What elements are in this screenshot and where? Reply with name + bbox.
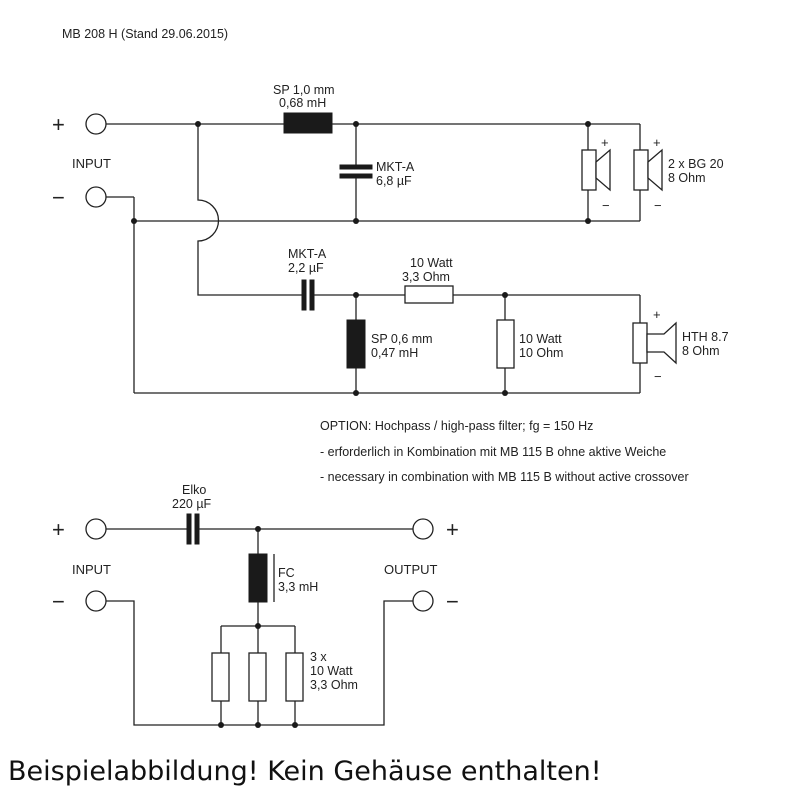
tweeter-minus: − xyxy=(654,369,662,384)
woofer-1 xyxy=(581,124,611,221)
woofer-2-plus: + xyxy=(653,135,661,150)
junction-dot xyxy=(353,292,359,298)
wire-minus-to-woofers xyxy=(106,196,640,222)
shunt-resistor-label-1: 10 Watt xyxy=(519,332,562,346)
hp-elko-plate-right xyxy=(194,513,200,545)
series-resistor-label-1: 10 Watt xyxy=(410,256,453,270)
junction-dot xyxy=(585,218,591,224)
hp-elko-plate-left xyxy=(186,513,192,545)
main-crossover: + INPUT − SP 1,0 mm 0,68 mH MKT-A 6,8 µF xyxy=(52,83,729,396)
tweeter xyxy=(632,295,677,393)
junction-dot xyxy=(255,526,261,532)
hp-output-minus-sign: − xyxy=(446,589,459,614)
woofer-1-minus: − xyxy=(602,198,610,213)
hp-output-minus-terminal xyxy=(412,590,434,612)
footer-note: Beispielabbildung! Kein Gehäuse enthalte… xyxy=(8,756,602,787)
tweeter-capacitor-label-1: MKT-A xyxy=(288,247,327,261)
shunt-capacitor-plate-bottom xyxy=(339,173,373,179)
tweeter-coil-label-2: 0,47 mH xyxy=(371,346,418,360)
hp-resistor-label-3: 3,3 Ohm xyxy=(310,678,358,692)
woofer-2-minus: − xyxy=(654,198,662,213)
tweeter-capacitor-label-2: 2,2 µF xyxy=(288,261,324,275)
hp-coil xyxy=(248,553,268,603)
junction-dot xyxy=(292,722,298,728)
input-plus-sign: + xyxy=(52,112,65,137)
hp-input-minus-terminal xyxy=(85,590,107,612)
junction-dot xyxy=(353,218,359,224)
hp-resistor-label-2: 10 Watt xyxy=(310,664,353,678)
hp-resistor-2 xyxy=(248,652,267,702)
tweeter-plus: + xyxy=(653,307,661,322)
option-text-line-3: - necessary in combination with MB 115 B… xyxy=(320,470,689,484)
woofer-1-plus: + xyxy=(601,135,609,150)
tweeter-label-1: HTH 8.7 xyxy=(682,330,729,344)
input-minus-terminal xyxy=(85,186,107,208)
junction-dot xyxy=(502,292,508,298)
series-resistor xyxy=(404,285,454,304)
hp-output-plus-terminal xyxy=(412,518,434,540)
hp-output-plus-sign: + xyxy=(446,517,459,542)
tweeter-coil-label-1: SP 0,6 mm xyxy=(371,332,433,346)
input-plus-terminal xyxy=(85,113,107,135)
series-resistor-label-2: 3,3 Ohm xyxy=(402,270,450,284)
shunt-capacitor-label-1: MKT-A xyxy=(376,160,415,174)
junction-dot xyxy=(353,121,359,127)
tweeter-shunt-coil xyxy=(346,319,366,369)
hp-input-label: INPUT xyxy=(72,562,111,577)
hp-elko-label-2: 220 µF xyxy=(172,497,212,511)
tweeter-label-2: 8 Ohm xyxy=(682,344,720,358)
junction-dot xyxy=(255,722,261,728)
option-text-line-1: OPTION: Hochpass / high-pass filter; fg … xyxy=(320,419,593,433)
hp-resistor-label-1: 3 x xyxy=(310,650,327,664)
input-minus-sign: − xyxy=(52,185,65,210)
shunt-capacitor-plate-top xyxy=(339,164,373,170)
hp-resistor-3 xyxy=(285,652,304,702)
junction-dot xyxy=(195,121,201,127)
junction-dot xyxy=(585,121,591,127)
shunt-resistor-label-2: 10 Ohm xyxy=(519,346,563,360)
option-text-line-2: - erforderlich in Kombination mit MB 115… xyxy=(320,445,666,459)
series-coil-label-2: 0,68 mH xyxy=(279,96,326,110)
hp-input-minus-sign: − xyxy=(52,589,65,614)
hp-input-plus-sign: + xyxy=(52,517,65,542)
series-coil xyxy=(283,112,333,134)
wire-tweeter-feed xyxy=(197,124,302,296)
schematic-title: MB 208 H (Stand 29.06.2015) xyxy=(62,27,228,41)
junction-dot xyxy=(131,218,137,224)
hp-input-plus-terminal xyxy=(85,518,107,540)
junction-dot xyxy=(218,722,224,728)
highpass-filter: + INPUT − + OUTPUT − Elko 220 µF FC 3,3 … xyxy=(52,483,459,728)
junction-dot xyxy=(255,623,261,629)
hp-coil-label-2: 3,3 mH xyxy=(278,580,318,594)
series-coil-label-1: SP 1,0 mm xyxy=(273,83,335,97)
tweeter-capacitor-plate-left xyxy=(301,279,307,311)
shunt-resistor xyxy=(496,319,515,369)
hp-elko-label-1: Elko xyxy=(182,483,206,497)
hp-resistor-1 xyxy=(211,652,230,702)
hp-output-label: OUTPUT xyxy=(384,562,438,577)
shunt-capacitor-label-2: 6,8 µF xyxy=(376,174,412,188)
woofer-2 xyxy=(633,124,663,221)
woofer-label-2: 8 Ohm xyxy=(668,171,706,185)
input-label: INPUT xyxy=(72,156,111,171)
junction-dot xyxy=(502,390,508,396)
tweeter-capacitor-plate-right xyxy=(309,279,315,311)
junction-dot xyxy=(353,390,359,396)
hp-coil-label-1: FC xyxy=(278,566,295,580)
woofer-label-1: 2 x BG 20 xyxy=(668,157,724,171)
